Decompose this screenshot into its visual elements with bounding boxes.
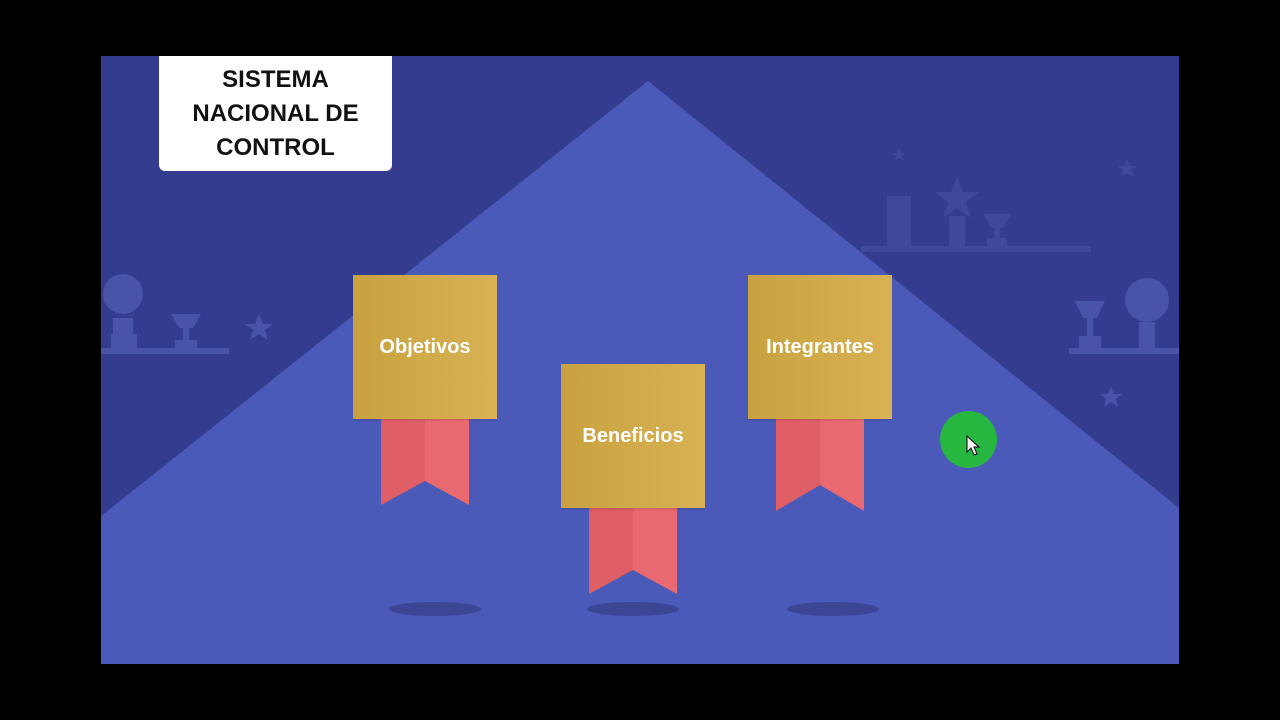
trophy-icon (1075, 301, 1105, 318)
ribbon-icon (776, 419, 864, 511)
badge-card: Beneficios (561, 364, 705, 508)
star-icon (245, 314, 273, 340)
star-icon (935, 176, 979, 218)
badge-label: Objetivos (379, 335, 471, 358)
trophy-shelf-left (101, 274, 273, 354)
star-icon (892, 148, 906, 160)
trophy-shelf-right-bottom (1069, 278, 1179, 407)
badge-card: Integrantes (748, 275, 892, 419)
title-card: SISTEMA NACIONAL DE CONTROL (159, 56, 392, 171)
ribbon-icon (589, 508, 677, 594)
ribbon-icon (381, 419, 469, 505)
badge-shadow (787, 602, 879, 616)
title-text: SISTEMA NACIONAL DE CONTROL (192, 65, 359, 161)
star-icon (1100, 386, 1122, 407)
trophy-icon (983, 214, 1011, 228)
star-icon (1117, 159, 1137, 177)
trophy-icon (103, 274, 143, 314)
trophy-shelf-right-top (861, 148, 1137, 252)
pointer-cursor-icon (966, 435, 981, 456)
badge-shadow (587, 602, 679, 616)
trophy-icon (171, 314, 201, 328)
slide-stage: SISTEMA NACIONAL DE CONTROL Objetivos Be… (101, 56, 1179, 664)
cursor-highlight (940, 411, 997, 468)
badge-label: Beneficios (582, 424, 684, 447)
badge-label: Integrantes (766, 335, 874, 358)
badge-card: Objetivos (353, 275, 497, 419)
badge-shadow (389, 602, 481, 616)
